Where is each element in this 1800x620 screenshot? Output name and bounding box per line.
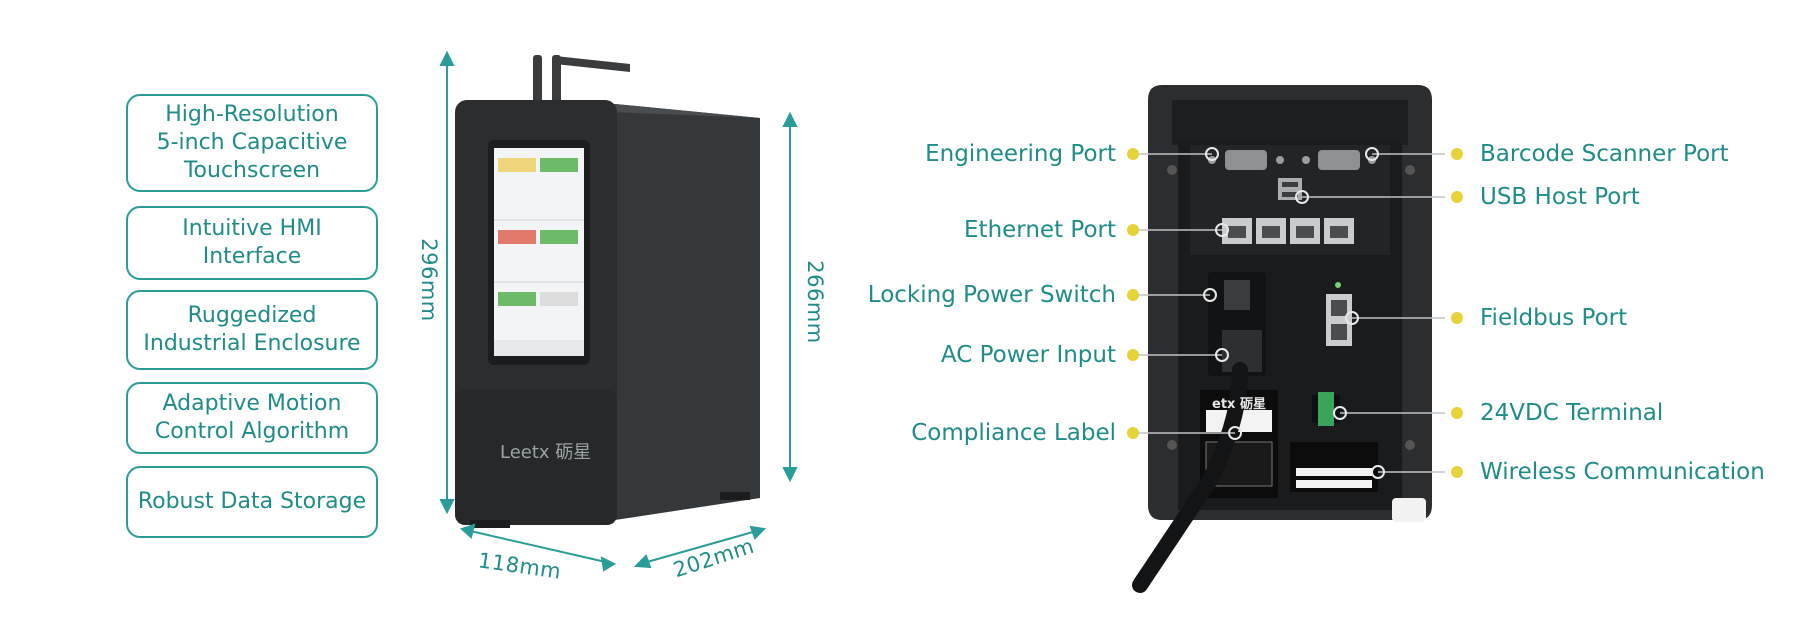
- callout-barcode-scanner-port: Barcode Scanner Port: [1480, 141, 1729, 167]
- front-brand-logo: Leetx 砺星: [500, 442, 592, 463]
- rear-brand-logo: etx 砺星: [1212, 397, 1266, 412]
- callout-wireless-communication: Wireless Communication: [1480, 459, 1765, 485]
- feature-motion-control: Adaptive Motion Control Algorithm: [126, 382, 378, 454]
- feature-touchscreen: High-Resolution 5-inch Capacitive Touchs…: [126, 94, 378, 192]
- feature-hmi: Intuitive HMI Interface: [126, 206, 378, 280]
- callout-locking-power-switch: Locking Power Switch: [867, 282, 1116, 308]
- callout-compliance-label: Compliance Label: [911, 420, 1116, 446]
- callout-ethernet-port: Ethernet Port: [964, 217, 1116, 243]
- feature-data-storage: Robust Data Storage: [126, 466, 378, 538]
- callout-fieldbus-port: Fieldbus Port: [1480, 305, 1628, 331]
- callout-engineering-port: Engineering Port: [925, 141, 1116, 167]
- callout-usb-host-port: USB Host Port: [1480, 184, 1640, 210]
- callout-24vdc-terminal: 24VDC Terminal: [1480, 400, 1664, 426]
- feature-enclosure: Ruggedized Industrial Enclosure: [126, 290, 378, 370]
- callout-ac-power-input: AC Power Input: [940, 342, 1116, 368]
